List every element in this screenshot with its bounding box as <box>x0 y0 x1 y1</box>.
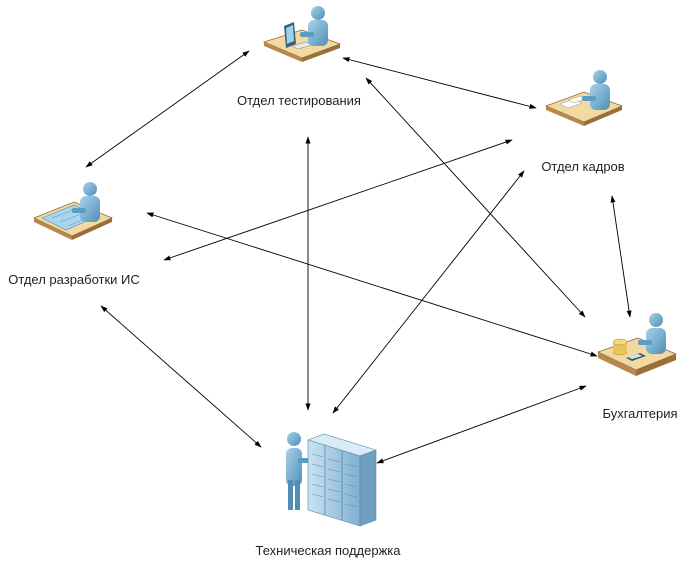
edge-support-accounting <box>376 385 587 464</box>
person-at-desk-with-coins-calculator-icon <box>596 313 678 376</box>
person-with-server-racks-icon <box>286 432 377 527</box>
edge-dev-support <box>100 305 262 448</box>
edge-testing-hr <box>342 57 537 109</box>
node-accounting: Бухгалтерия <box>596 313 678 421</box>
label-testing: Отдел тестирования <box>237 93 361 108</box>
person-at-computer-desk-icon <box>262 6 342 62</box>
label-support: Техническая поддержка <box>256 543 402 558</box>
person-at-drafting-desk-icon <box>33 182 114 240</box>
edge-hr-support <box>332 170 525 414</box>
label-accounting: Бухгалтерия <box>602 406 677 421</box>
person-at-desk-with-papers-icon <box>544 70 624 126</box>
edge-hr-accounting <box>610 195 632 318</box>
edge-dev-accounting <box>146 212 598 357</box>
node-hr: Отдел кадров <box>541 70 625 174</box>
edge-hr-dev <box>163 139 513 261</box>
label-dev: Отдел разработки ИС <box>8 272 140 287</box>
label-hr: Отдел кадров <box>541 159 624 174</box>
edge-testing-dev <box>85 50 250 168</box>
node-support: Техническая поддержка <box>256 432 402 558</box>
edge-testing-accounting <box>365 77 586 318</box>
connection-lines <box>85 50 632 464</box>
node-testing: Отдел тестирования <box>237 6 361 108</box>
node-dev: Отдел разработки ИС <box>8 182 140 287</box>
